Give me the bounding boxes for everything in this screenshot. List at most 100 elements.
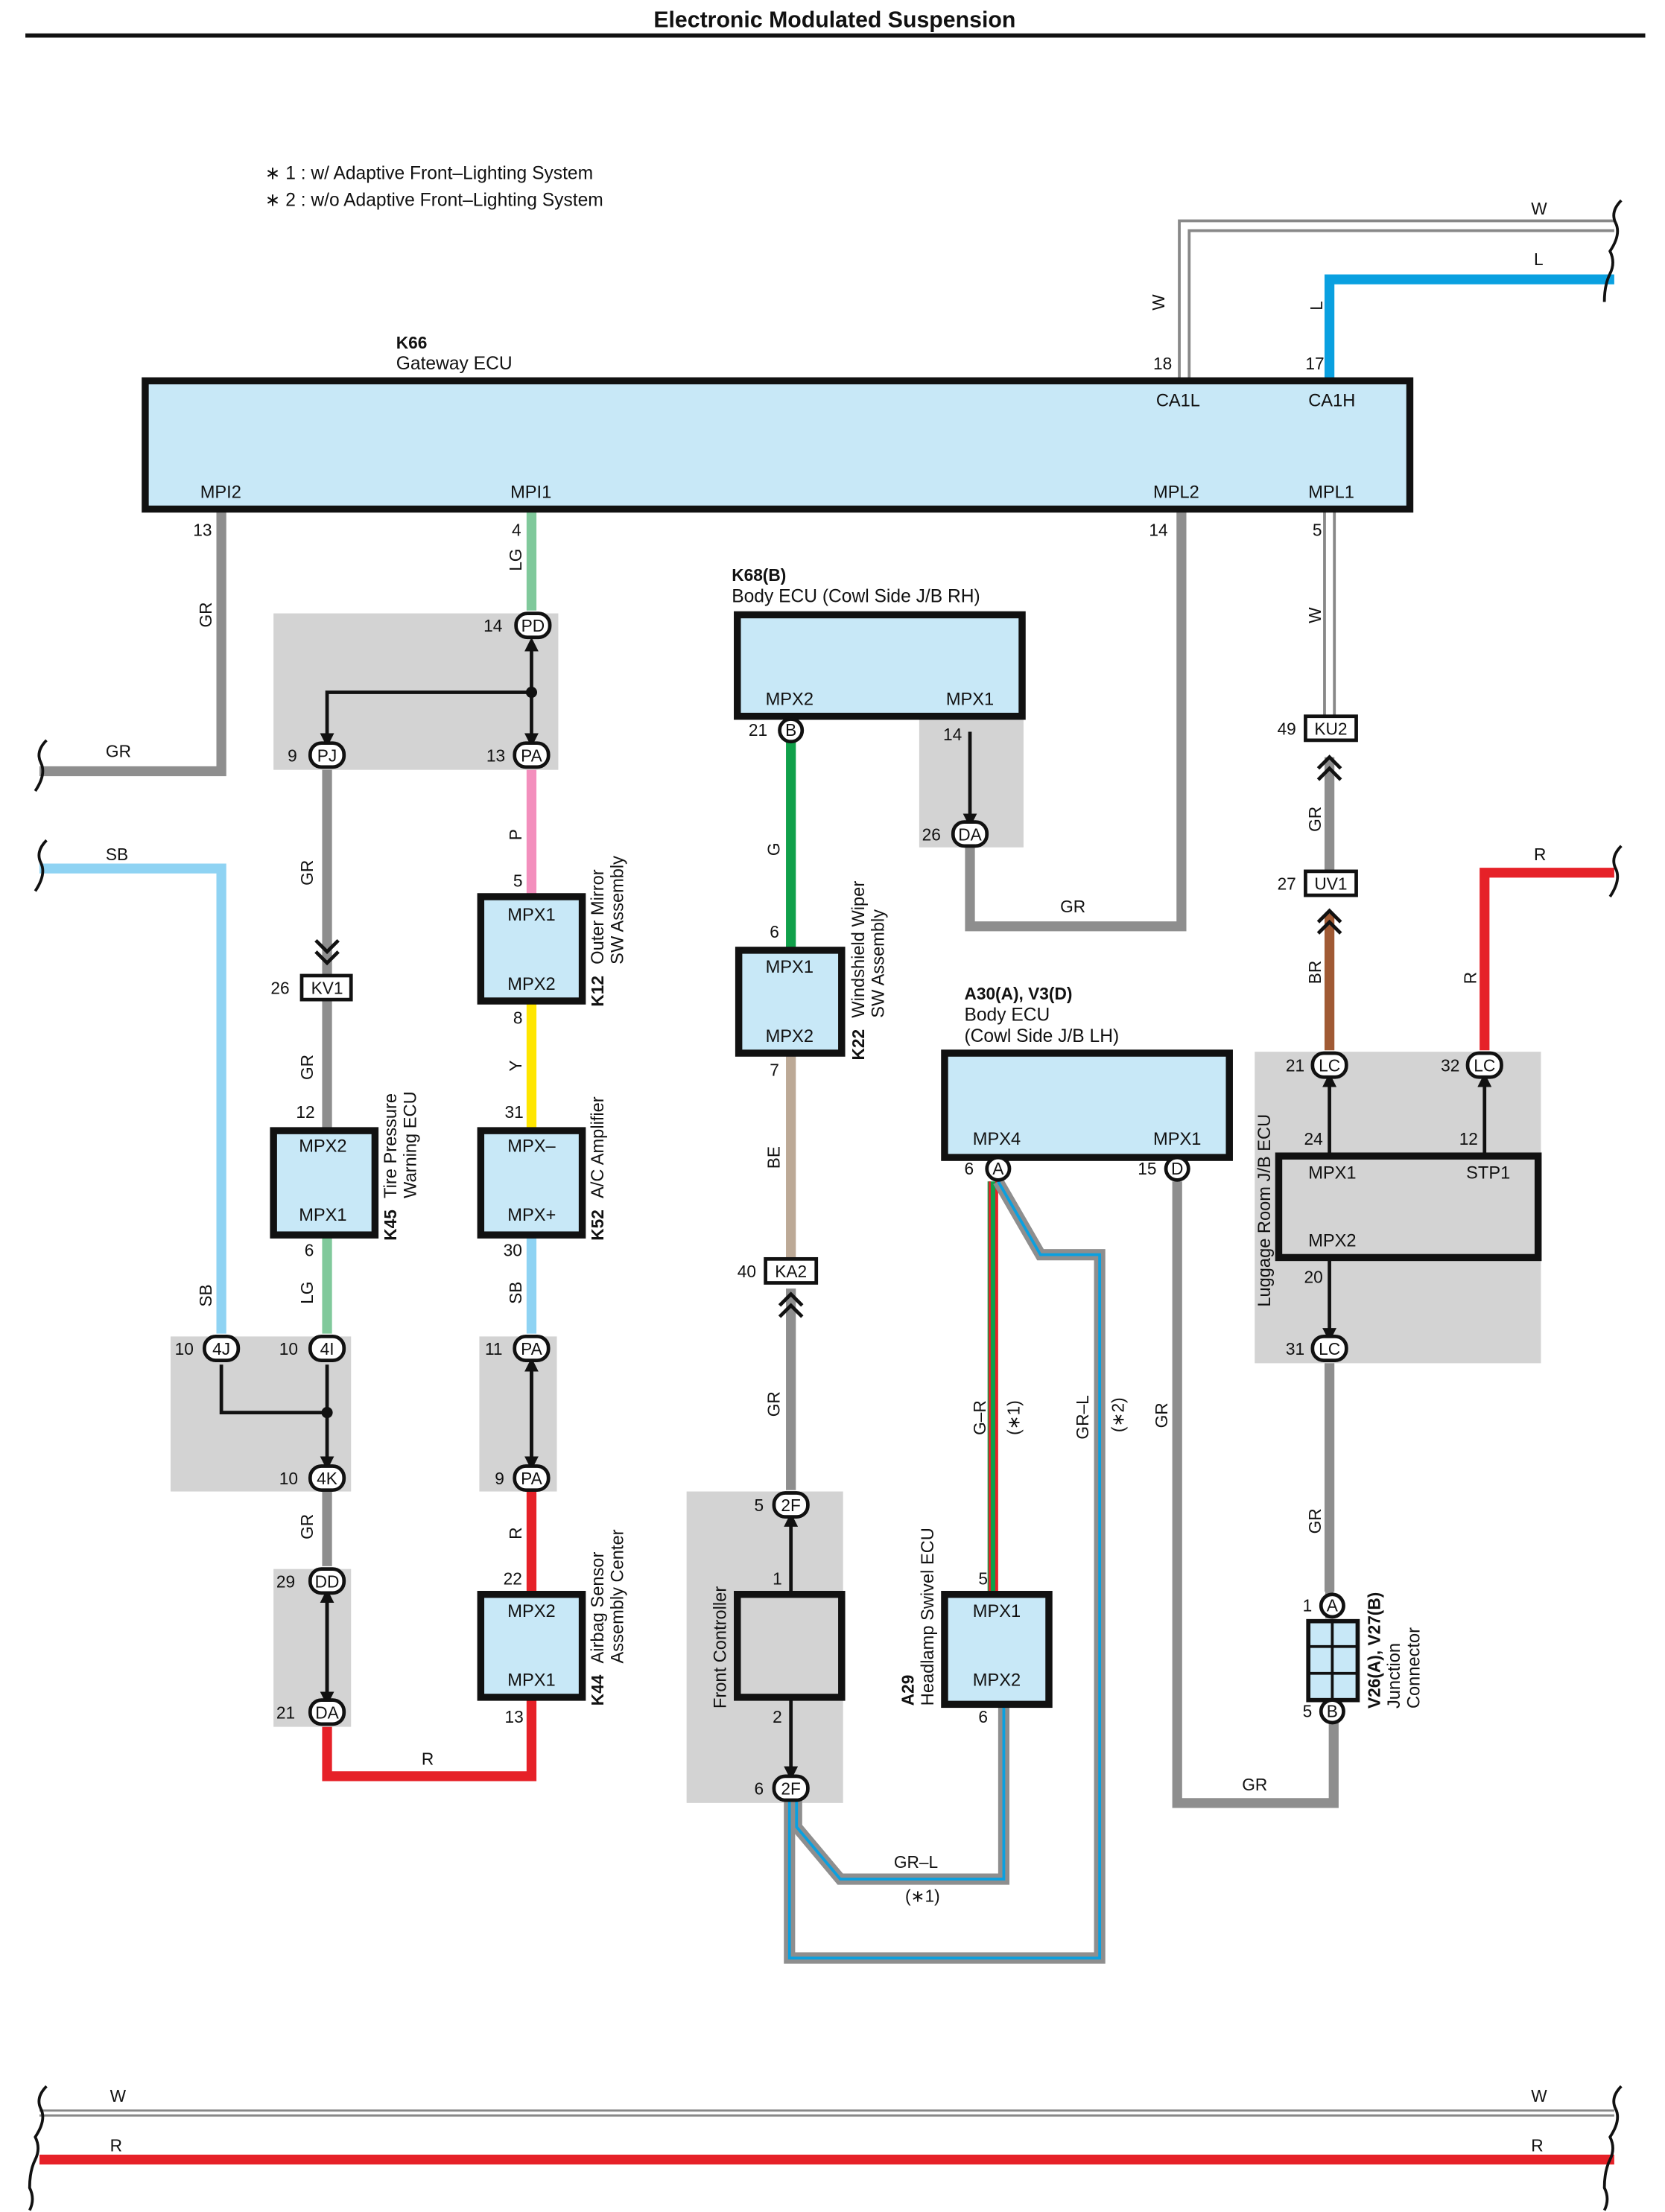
page-title: Electronic Modulated Suspension (653, 7, 1015, 32)
svg-text:GR: GR (297, 1055, 317, 1080)
svg-text:5: 5 (513, 871, 523, 891)
svg-text:MPX–: MPX– (507, 1137, 556, 1157)
svg-text:40: 40 (738, 1262, 756, 1281)
body-ecu-rh-box (734, 611, 1026, 720)
body-ecu-lh-box (941, 1049, 1233, 1161)
svg-text:26: 26 (270, 979, 289, 998)
svg-text:R: R (1531, 2135, 1543, 2155)
note-2: ∗ 2 : w/o Adaptive Front–Lighting System (265, 191, 603, 211)
svg-text:L: L (1534, 250, 1544, 269)
gateway-ecu-box (142, 377, 1414, 513)
svg-text:5: 5 (978, 1569, 988, 1588)
connector-da-21: DA (308, 1698, 346, 1726)
connector-a-1: A (1319, 1592, 1345, 1619)
svg-text:MPX1: MPX1 (507, 906, 555, 925)
connector-pa-9: PA (513, 1464, 551, 1493)
splice-dots (321, 686, 538, 1419)
k66-name: Gateway ECU (396, 354, 513, 374)
svg-text:GR: GR (1152, 1402, 1171, 1428)
svg-text:6: 6 (770, 922, 779, 941)
inline-connectors: KV1 KU2 UV1 KA2 (299, 714, 1358, 1285)
svg-text:SW Assembly: SW Assembly (608, 856, 627, 964)
svg-text:DA: DA (958, 824, 982, 844)
svg-text:LG: LG (297, 1282, 317, 1304)
k68-name: Body ECU (Cowl Side J/B RH) (732, 586, 980, 606)
svg-text:Body ECU: Body ECU (964, 1005, 1050, 1026)
svg-text:5: 5 (1313, 520, 1322, 539)
ac-amplifier-box (477, 1127, 586, 1239)
branch-lines (219, 637, 1492, 1781)
svg-text:Outer Mirror: Outer Mirror (589, 869, 608, 964)
svg-text:KU2: KU2 (1314, 719, 1347, 738)
svg-text:6: 6 (978, 1707, 988, 1726)
connector-2f-5: 2F (772, 1491, 810, 1519)
svg-text:BE: BE (764, 1146, 784, 1169)
svg-text:SB: SB (106, 845, 128, 864)
svg-text:GR–L: GR–L (894, 1852, 938, 1872)
connector-da-26: DA (951, 820, 989, 848)
connector-b-21: B (778, 717, 805, 744)
svg-text:MPI2: MPI2 (200, 483, 241, 502)
svg-text:49: 49 (1278, 719, 1296, 738)
svg-text:Warning ECU: Warning ECU (401, 1091, 420, 1198)
svg-text:GR: GR (1305, 807, 1325, 832)
svg-text:K44: K44 (588, 1674, 607, 1706)
connector-ka2: KA2 (764, 1256, 819, 1285)
svg-text:LC: LC (1319, 1056, 1340, 1075)
svg-text:4J: 4J (212, 1339, 230, 1358)
svg-text:MPL2: MPL2 (1153, 483, 1199, 502)
connector-dd: DD (308, 1567, 346, 1595)
connector-b-5: B (1319, 1698, 1345, 1725)
svg-text:MPL1: MPL1 (1308, 483, 1354, 502)
svg-text:GR: GR (1060, 897, 1085, 916)
connector-kv1: KV1 (299, 973, 353, 1002)
connector-lc-21: LC (1310, 1051, 1348, 1079)
svg-text:4I: 4I (320, 1339, 334, 1358)
svg-text:MPX1: MPX1 (507, 1671, 555, 1691)
svg-text:K52: K52 (588, 1210, 607, 1241)
front-controller-box (734, 1591, 846, 1701)
svg-text:D: D (1171, 1159, 1183, 1178)
svg-text:22: 22 (504, 1569, 522, 1588)
svg-text:2F: 2F (781, 1496, 800, 1515)
svg-text:13: 13 (505, 1707, 524, 1726)
connector-pd: PD (514, 611, 552, 640)
svg-text:R: R (422, 1749, 434, 1769)
svg-text:K12: K12 (588, 976, 607, 1007)
svg-text:MPX4: MPX4 (973, 1130, 1021, 1149)
svg-text:4K: 4K (317, 1469, 337, 1488)
svg-text:17: 17 (1305, 354, 1324, 373)
svg-text:27: 27 (1278, 874, 1296, 894)
connector-pa-11: PA (513, 1335, 551, 1362)
svg-text:PD: PD (521, 616, 545, 635)
svg-text:W: W (1305, 607, 1325, 623)
connector-lc-31: LC (1310, 1335, 1348, 1362)
svg-text:PA: PA (521, 1339, 542, 1358)
svg-text:UV1: UV1 (1314, 874, 1347, 894)
svg-text:SB: SB (196, 1284, 215, 1306)
svg-text:LC: LC (1474, 1056, 1495, 1075)
svg-text:L: L (1307, 301, 1326, 311)
svg-text:SB: SB (506, 1282, 525, 1304)
svg-text:15: 15 (1138, 1159, 1156, 1178)
svg-text:LG: LG (506, 549, 525, 571)
svg-text:12: 12 (1459, 1129, 1478, 1148)
svg-text:4: 4 (512, 520, 521, 539)
svg-text:PA: PA (521, 1469, 542, 1488)
svg-text:6: 6 (964, 1159, 974, 1178)
svg-text:Junction: Junction (1385, 1643, 1404, 1709)
svg-text:GR: GR (196, 602, 215, 627)
svg-text:MPX2: MPX2 (507, 975, 555, 994)
svg-text:Front Controller: Front Controller (711, 1586, 731, 1709)
svg-text:MPX2: MPX2 (1308, 1231, 1356, 1250)
svg-text:K22: K22 (849, 1029, 868, 1061)
tire-pressure-box (270, 1127, 379, 1239)
svg-text:MPX2: MPX2 (299, 1137, 346, 1157)
svg-text:1: 1 (773, 1569, 782, 1588)
svg-text:KV1: KV1 (311, 979, 343, 998)
svg-text:GR: GR (297, 1514, 317, 1539)
svg-text:(∗2): (∗2) (1108, 1397, 1127, 1432)
svg-text:21: 21 (1286, 1056, 1304, 1075)
junction-connector (1306, 1591, 1360, 1723)
